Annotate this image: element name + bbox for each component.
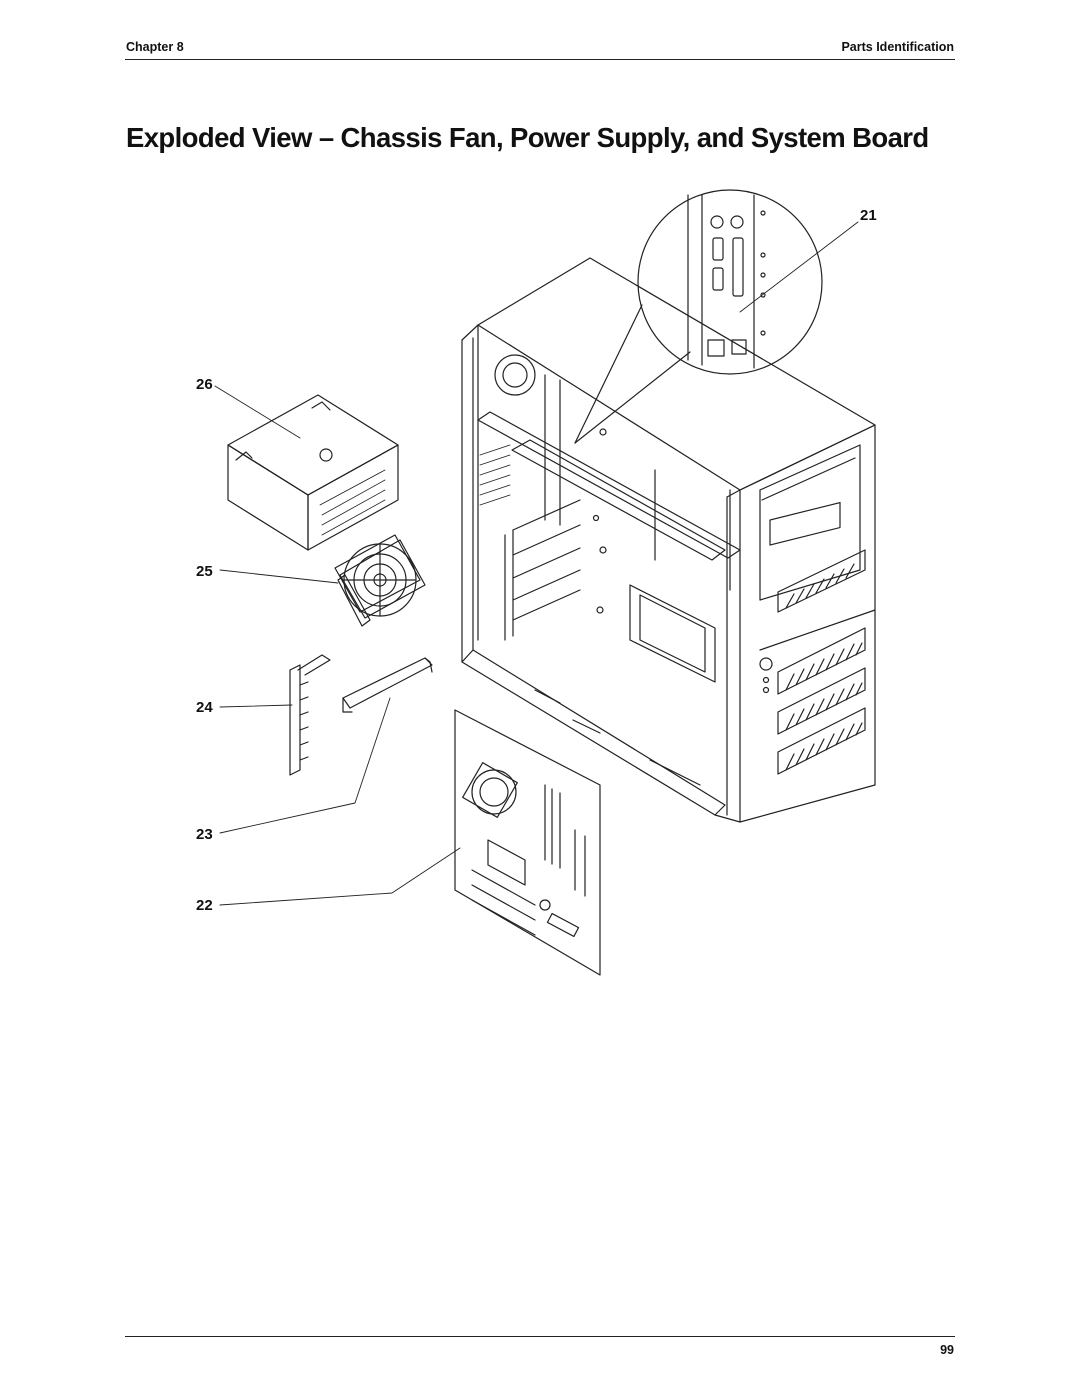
footer-rule (125, 1336, 955, 1337)
callout-22: 22 (196, 897, 213, 914)
page-number: 99 (940, 1343, 954, 1357)
header-rule (125, 59, 955, 60)
chassis-fan-illustration (334, 534, 426, 627)
power-supply-illustration (227, 394, 399, 551)
slot-bracket-illustration (289, 654, 433, 776)
io-shield-detail (574, 189, 823, 444)
callout-24: 24 (196, 699, 213, 716)
callout-25: 25 (196, 563, 213, 580)
callout-leaders (214, 221, 859, 906)
page-title: Exploded View – Chassis Fan, Power Suppl… (126, 122, 929, 153)
callout-23: 23 (196, 826, 213, 843)
system-board-illustration (454, 709, 601, 976)
callout-26: 26 (196, 376, 213, 393)
chassis-illustration (461, 257, 876, 823)
chapter-label: Chapter 8 (126, 40, 184, 54)
callout-21: 21 (860, 207, 877, 224)
section-label: Parts Identification (841, 40, 954, 54)
